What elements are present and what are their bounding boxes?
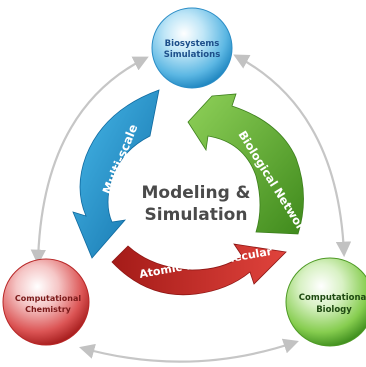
center-title-line1: Modeling & [142,183,251,203]
connector-bio-to-compbio [233,54,352,258]
center-title: Modeling & Simulation [142,183,251,225]
node-comp-chem: Computational Chemistry [2,258,90,346]
comp-bio-line1: Computational [299,293,366,303]
comp-chem-line2: Chemistry [25,305,72,314]
node-comp-bio: Computational Biology [285,257,366,347]
multiscale-arrow: Multi-scale [72,89,160,259]
atomic-arrow: Atomic and Molecular [111,243,287,296]
connector-chem-to-compbio [79,338,299,363]
connector-lines [30,54,352,363]
biosystems-line2: Simulations [164,50,221,60]
center-title-line2: Simulation [145,205,248,225]
comp-chem-line1: Computational [15,294,82,303]
biosystems-line1: Biosystems [165,39,220,49]
connector-chem-to-bio [30,56,149,266]
comp-bio-line2: Biology [316,305,352,315]
node-biosystems: Biosystems Simulations [151,7,233,89]
